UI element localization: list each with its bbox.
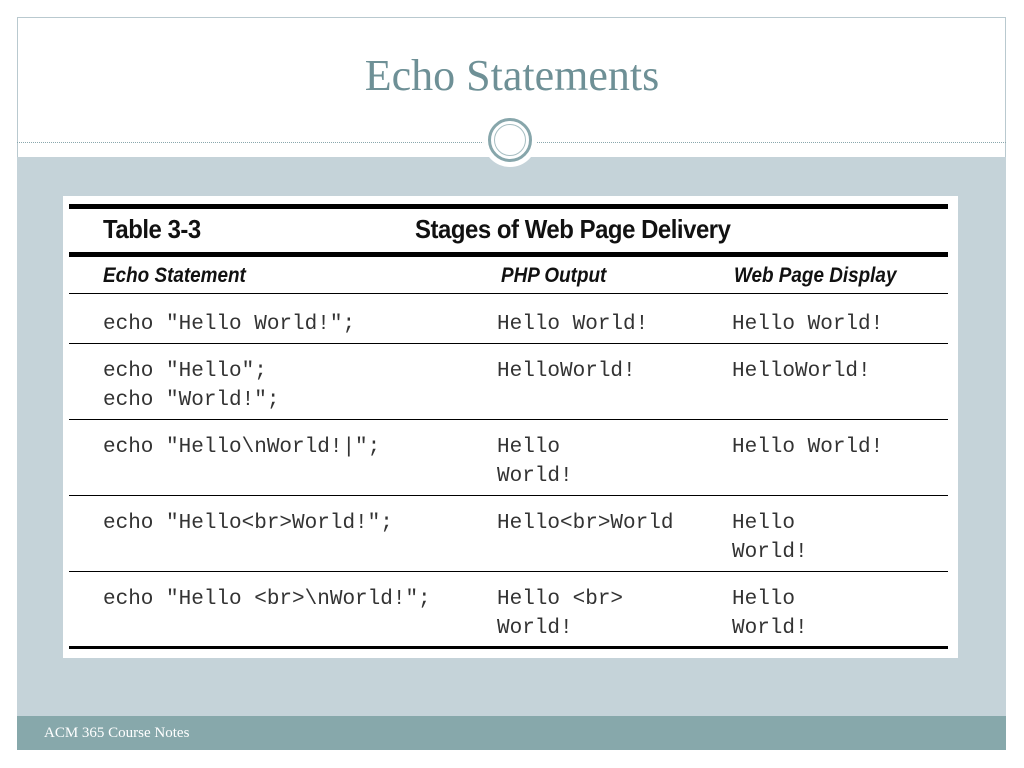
row-3-web-page-display: Hello World! — [732, 436, 884, 459]
row-4-php-output: Hello<br>World — [497, 512, 674, 535]
column-header-echo-statement: Echo Statement — [103, 264, 246, 287]
footer-bar: ACM 365 Course Notes — [17, 716, 1006, 750]
row-5-web-page-display: Hello World! — [732, 588, 808, 640]
row-2-web-page-display: HelloWorld! — [732, 360, 871, 383]
row-5-echo-statement: echo "Hello <br>\nWorld!"; — [103, 588, 431, 611]
circle-ornament-inner — [494, 124, 526, 156]
row-divider — [69, 419, 948, 420]
table-bottom-rule — [69, 646, 948, 649]
row-3-php-output: Hello World! — [497, 436, 573, 488]
row-divider — [69, 571, 948, 572]
column-header-php-output: PHP Output — [501, 264, 607, 287]
table-top-rule — [69, 204, 948, 209]
header-bottom-rule — [69, 293, 948, 294]
row-divider — [69, 343, 948, 344]
row-5-php-output: Hello <br> World! — [497, 588, 624, 640]
row-divider — [69, 495, 948, 496]
row-2-echo-statement: echo "Hello"; echo "World!"; — [103, 360, 280, 412]
row-2-php-output: HelloWorld! — [497, 360, 636, 383]
column-header-web-page-display: Web Page Display — [734, 264, 897, 287]
table-header-rule — [69, 252, 948, 257]
table-caption: Stages of Web Page Delivery — [415, 214, 731, 244]
row-4-echo-statement: echo "Hello<br>World!"; — [103, 512, 393, 535]
row-4-web-page-display: Hello World! — [732, 512, 808, 564]
table-image: Table 3-3 Stages of Web Page Delivery Ec… — [63, 196, 958, 658]
row-1-echo-statement: echo "Hello World!"; — [103, 313, 356, 336]
table-number: Table 3-3 — [103, 214, 201, 244]
slide-title: Echo Statements — [364, 51, 660, 100]
footer-text: ACM 365 Course Notes — [44, 725, 190, 741]
row-3-echo-statement: echo "Hello\nWorld!|"; — [103, 436, 381, 459]
row-1-web-page-display: Hello World! — [732, 313, 884, 336]
row-1-php-output: Hello World! — [497, 313, 649, 336]
